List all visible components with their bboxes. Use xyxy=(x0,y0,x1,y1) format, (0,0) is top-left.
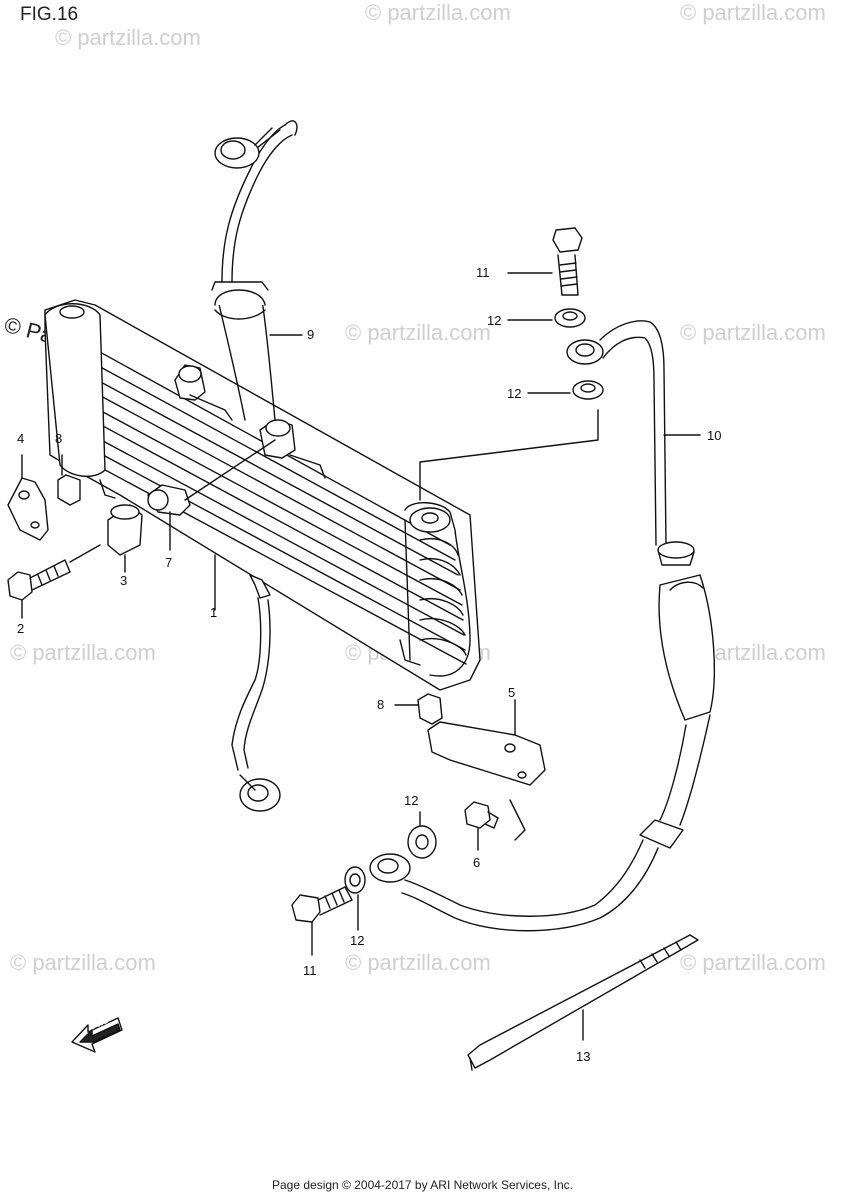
collar-3 xyxy=(107,504,143,573)
callout-4: 4 xyxy=(17,431,25,446)
callout-13: 13 xyxy=(576,1049,591,1064)
oil-hose-lower xyxy=(369,320,715,932)
watermark: © partzilla.com xyxy=(10,640,156,665)
watermark: © partzilla.com xyxy=(55,25,201,50)
callout-12-b: 12 xyxy=(507,386,522,401)
lower-pipe xyxy=(231,597,281,812)
callout-7: 7 xyxy=(165,555,173,570)
callout-1: 1 xyxy=(210,605,218,620)
watermark: © partzilla.com xyxy=(10,950,156,975)
callout-3: 3 xyxy=(120,573,128,588)
clip-8-left xyxy=(57,454,81,506)
cable-tie-13 xyxy=(467,934,699,1071)
sealing-washer-upper xyxy=(419,308,604,501)
watermark: © partzilla.com xyxy=(345,320,491,345)
grommet-7 xyxy=(147,439,276,551)
clip-8-right xyxy=(394,693,443,725)
figure-title: FIG.16 xyxy=(20,4,79,25)
fwd-arrow-icon xyxy=(71,1017,123,1053)
callout-6: 6 xyxy=(473,855,481,870)
callout-9: 9 xyxy=(307,327,315,342)
banjo-bolt-lower xyxy=(291,811,437,956)
callout-11-lower: 11 xyxy=(303,963,317,978)
oil-hose-upper xyxy=(211,120,303,421)
watermark: © partzilla.com xyxy=(680,0,826,25)
watermark: © partzilla.com xyxy=(365,0,511,25)
callout-10: 10 xyxy=(707,428,722,443)
callout-5: 5 xyxy=(508,685,516,700)
watermark: © partzilla.com xyxy=(345,950,491,975)
banjo-bolt-upper xyxy=(507,227,583,296)
callout-11-upper: 11 xyxy=(476,265,490,280)
page-footer: Page design © 2004-2017 by ARI Network S… xyxy=(271,1178,573,1192)
bolt-6 xyxy=(464,799,526,851)
callout-12-d: 12 xyxy=(350,933,365,948)
bracket-5 xyxy=(427,699,546,786)
watermark: © partzilla.com xyxy=(680,950,826,975)
callout-8-left: 8 xyxy=(55,431,63,446)
watermark: © partzilla.com xyxy=(680,320,826,345)
callout-12-a: 12 xyxy=(487,313,502,328)
oil-cooler xyxy=(44,299,481,691)
callout-2: 2 xyxy=(17,621,25,636)
bracket-4 xyxy=(7,454,49,541)
callout-12-c: 12 xyxy=(404,793,419,808)
callout-8-right: 8 xyxy=(377,697,385,712)
bolt-2 xyxy=(7,544,101,619)
